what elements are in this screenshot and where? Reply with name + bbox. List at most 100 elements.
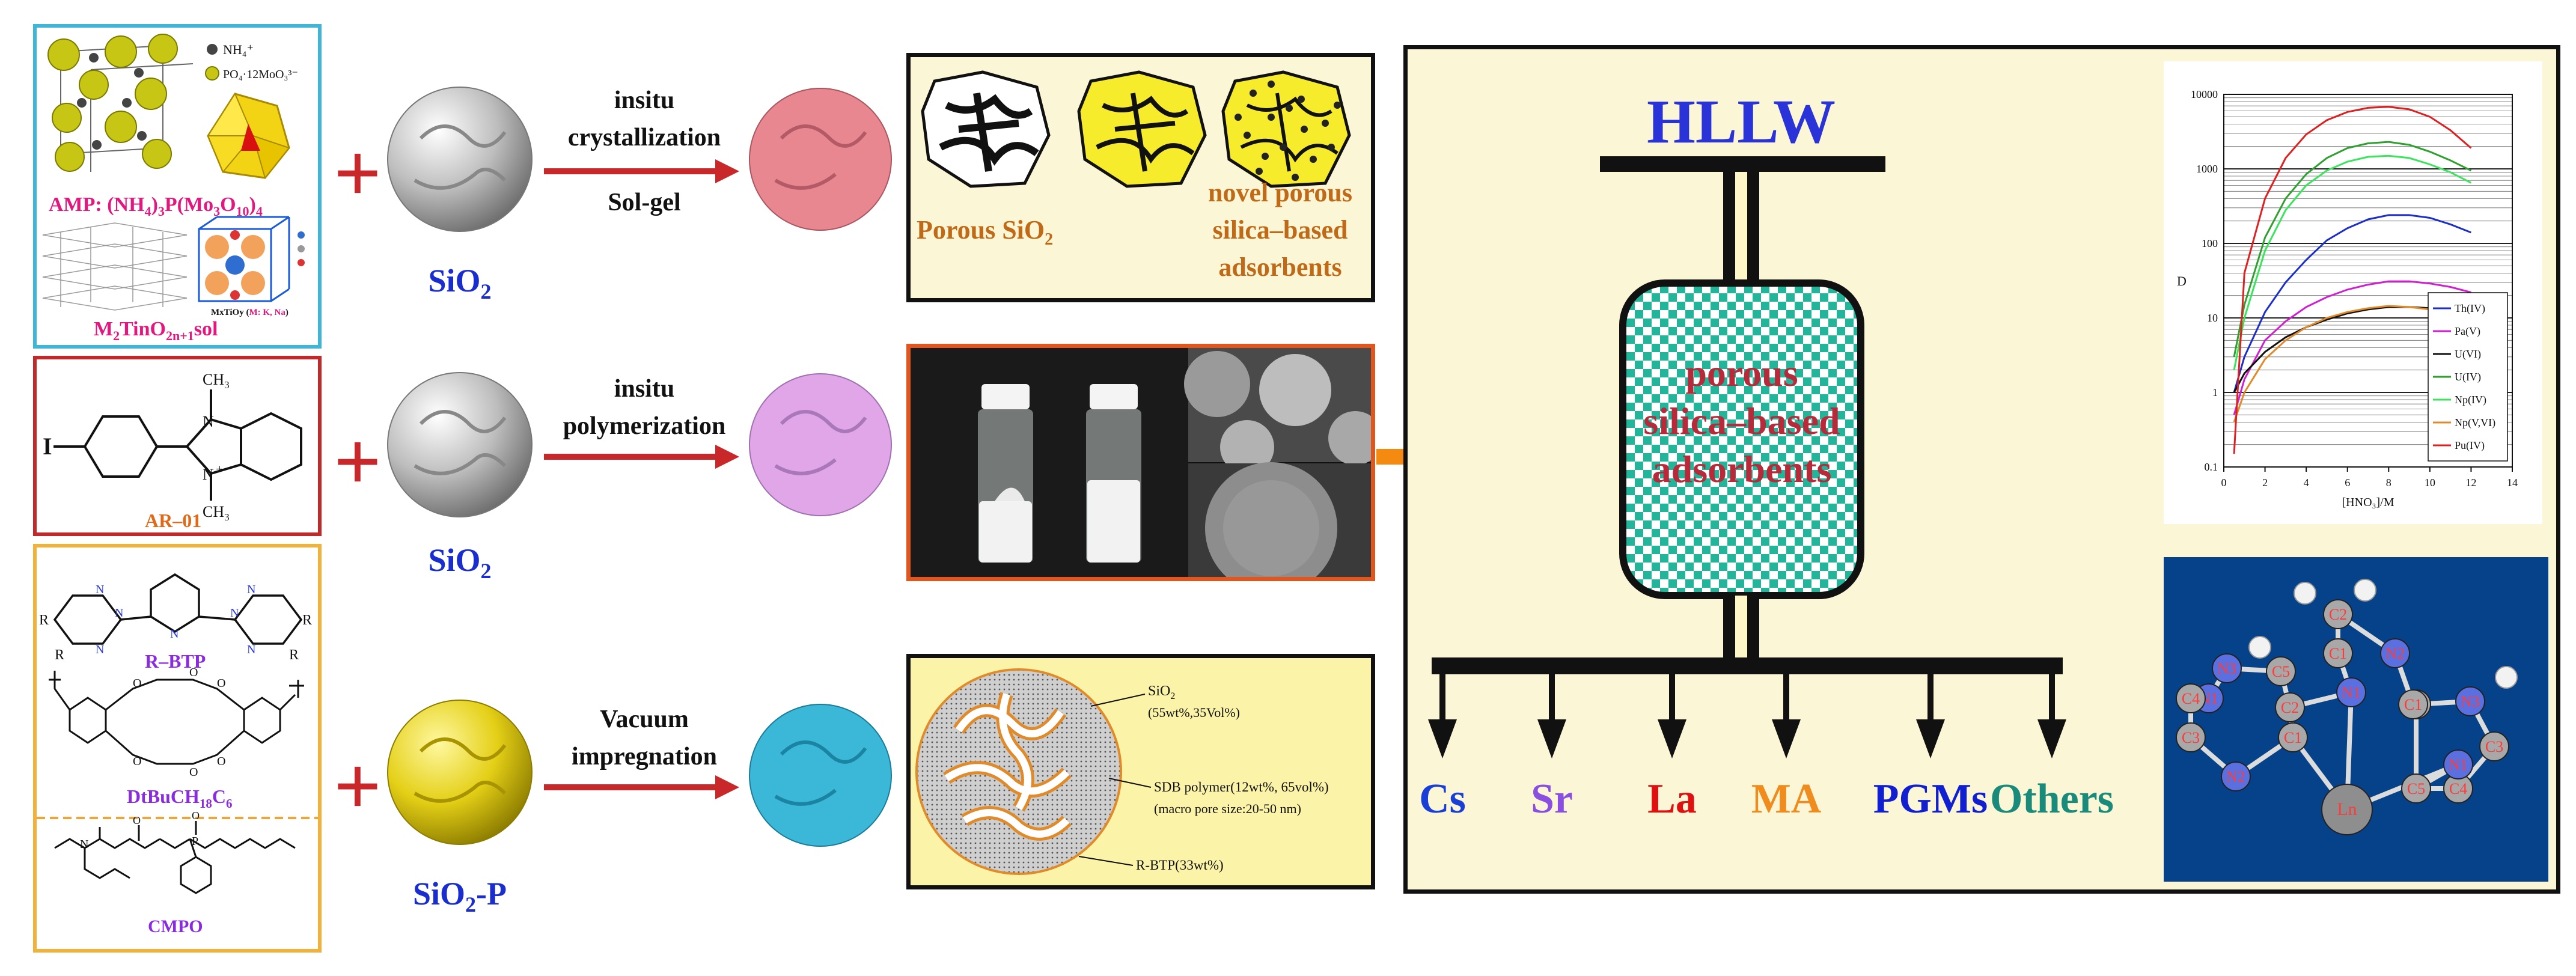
rbtp-n-3: N [96, 643, 104, 656]
x-tick-label: 14 [2507, 477, 2518, 489]
y-tick-label: 10000 [2191, 88, 2218, 100]
cmpo-label: CMPO [148, 917, 203, 936]
atom-c3 [2479, 731, 2509, 761]
atom-c2 [2323, 599, 2353, 629]
atom-label: N1 [2449, 756, 2468, 773]
composite-schematic-box: SiO2 (55wt%,35Vol%) SDB polymer(12wt%, 6… [906, 654, 1375, 889]
atom-n1 [2443, 749, 2473, 779]
y-tick-label: 1 [2212, 386, 2218, 398]
y-tick-label: 1000 [2196, 163, 2218, 175]
novel-adsorbents-label-3: adsorbents [1218, 252, 1342, 282]
column-label-2: silica–based [1643, 400, 1840, 442]
atom-label: C1 [2284, 729, 2302, 746]
legend-po4-dot [205, 66, 219, 81]
ar01-structure-graphic: I N N + CH3 CH3 [43, 371, 302, 523]
rbtp-n-7: N [247, 643, 255, 656]
crown-o-3: O [217, 677, 225, 690]
amp-formula: AMP: (NH4)3P(Mo3O10)4 [49, 194, 263, 219]
cmpo-o-2: O [192, 810, 200, 822]
atom-c1 [2278, 722, 2308, 752]
series-line-7 [2233, 106, 2472, 454]
n-top-label: N [203, 413, 214, 430]
ar01-label: AR–01 [145, 510, 202, 531]
novel-adsorbents-label-2: silica–based [1212, 215, 1348, 245]
pore-graphic-2 [1077, 70, 1207, 188]
output-label-la: La [1647, 776, 1697, 822]
series-line-5 [2233, 154, 2472, 370]
pipe-left-bottom [1723, 596, 1735, 659]
y-tick-label: 0.1 [2205, 461, 2218, 473]
output-label-cs: Cs [1419, 776, 1466, 822]
method-1-line1: insitu [614, 87, 674, 114]
sio2-sphere-2 [387, 372, 533, 517]
atom-label: C1 [2329, 645, 2347, 662]
rbtp-r-3: R [302, 612, 312, 628]
rbtp-r-4: R [289, 647, 299, 663]
legend-label-3: U(VI) [2455, 348, 2481, 361]
hydrogen-atom [2354, 579, 2376, 602]
atom-n3 [2212, 653, 2242, 683]
legend-po4: PO₄·12MoO₃³⁻ [223, 68, 298, 81]
legend-nh4: NH₄⁺ [223, 42, 254, 57]
atom-label: N2 [2385, 645, 2405, 662]
pore-graphic-3 [1221, 70, 1351, 188]
atom-c1 [2323, 638, 2353, 668]
legend-label-4: U(IV) [2455, 371, 2481, 383]
composite-rbtp-label: R-BTP(33wt%) [1136, 858, 1224, 873]
legend-label-1: Th(IV) [2455, 302, 2485, 315]
legend-label-5: Np(IV) [2455, 394, 2486, 406]
sio2-sphere-1 [387, 87, 533, 232]
composite-sio2-label: SiO2 [1148, 683, 1175, 701]
atom-c3 [2176, 722, 2206, 752]
plus-charge: + [216, 462, 223, 477]
method-1-line3: Sol-gel [608, 189, 680, 216]
output-arrow-head-3 [1658, 719, 1686, 758]
rbtp-r-2: R [55, 647, 64, 663]
x-tick-label: 4 [2304, 477, 2309, 489]
atom-label: C4 [2182, 690, 2200, 707]
atom-label: C2 [2329, 606, 2347, 623]
row-3: + SiO2-P Vacuum impregnation [334, 700, 892, 917]
crown-o-5: O [189, 766, 198, 779]
chart-frame [2223, 94, 2513, 468]
x-tick-label: 2 [2262, 477, 2268, 489]
legend-label-7: Pu(IV) [2455, 439, 2485, 452]
methyl-bottom: CH3 [203, 503, 230, 523]
output-arrow-head-5 [1916, 719, 1945, 758]
distribution-bar [1432, 657, 2063, 674]
rbtp-structure [53, 573, 303, 645]
composite-sdb-label: SDB polymer(12wt%, 65vol%) [1154, 779, 1329, 795]
titanate-layers-graphic [42, 222, 188, 311]
output-arrow-head-4 [1772, 719, 1801, 758]
output-arrow-head-6 [2037, 719, 2066, 758]
sio2-p-sphere [387, 700, 533, 845]
amp-crystal-graphic: NH₄⁺ PO₄·12MoO₃³⁻ AMP: (NH4)3P(Mo3O10)4 [42, 34, 305, 343]
cmpo-n-label: N [80, 838, 88, 851]
n-bottom-label: N [203, 466, 214, 483]
method-3-line1: Vacuum [600, 706, 689, 733]
x-tick-label: 12 [2465, 477, 2476, 489]
keggin-polyhedron-graphic [207, 92, 290, 180]
atom-label: C1 [2404, 696, 2422, 713]
pore-graphic-1 [921, 70, 1051, 188]
series-line-4 [2233, 141, 2472, 358]
hydrogen-atom [2248, 636, 2271, 659]
rbtp-n-6: N [230, 606, 239, 620]
atom-c2 [2275, 692, 2305, 722]
crown-o-2: O [189, 666, 198, 679]
legend-label-2: Pa(V) [2455, 325, 2480, 338]
atom-n3 [2455, 686, 2485, 716]
atom-ln [2321, 784, 2373, 835]
x-tick-label: 10 [2425, 477, 2435, 489]
method-arrow-1-head [715, 159, 739, 183]
ar01-panel: I N N + CH3 CH3 AR–01 [33, 356, 322, 536]
atom-n1 [2336, 677, 2366, 707]
atom-label: Ln [2337, 799, 2357, 819]
row-1: + SiO2 insitu crystallization Sol-gel [334, 87, 892, 303]
cmpo-o-1: O [133, 814, 141, 826]
atom-n2 [2380, 638, 2410, 668]
atom-label: N2 [2226, 768, 2245, 785]
